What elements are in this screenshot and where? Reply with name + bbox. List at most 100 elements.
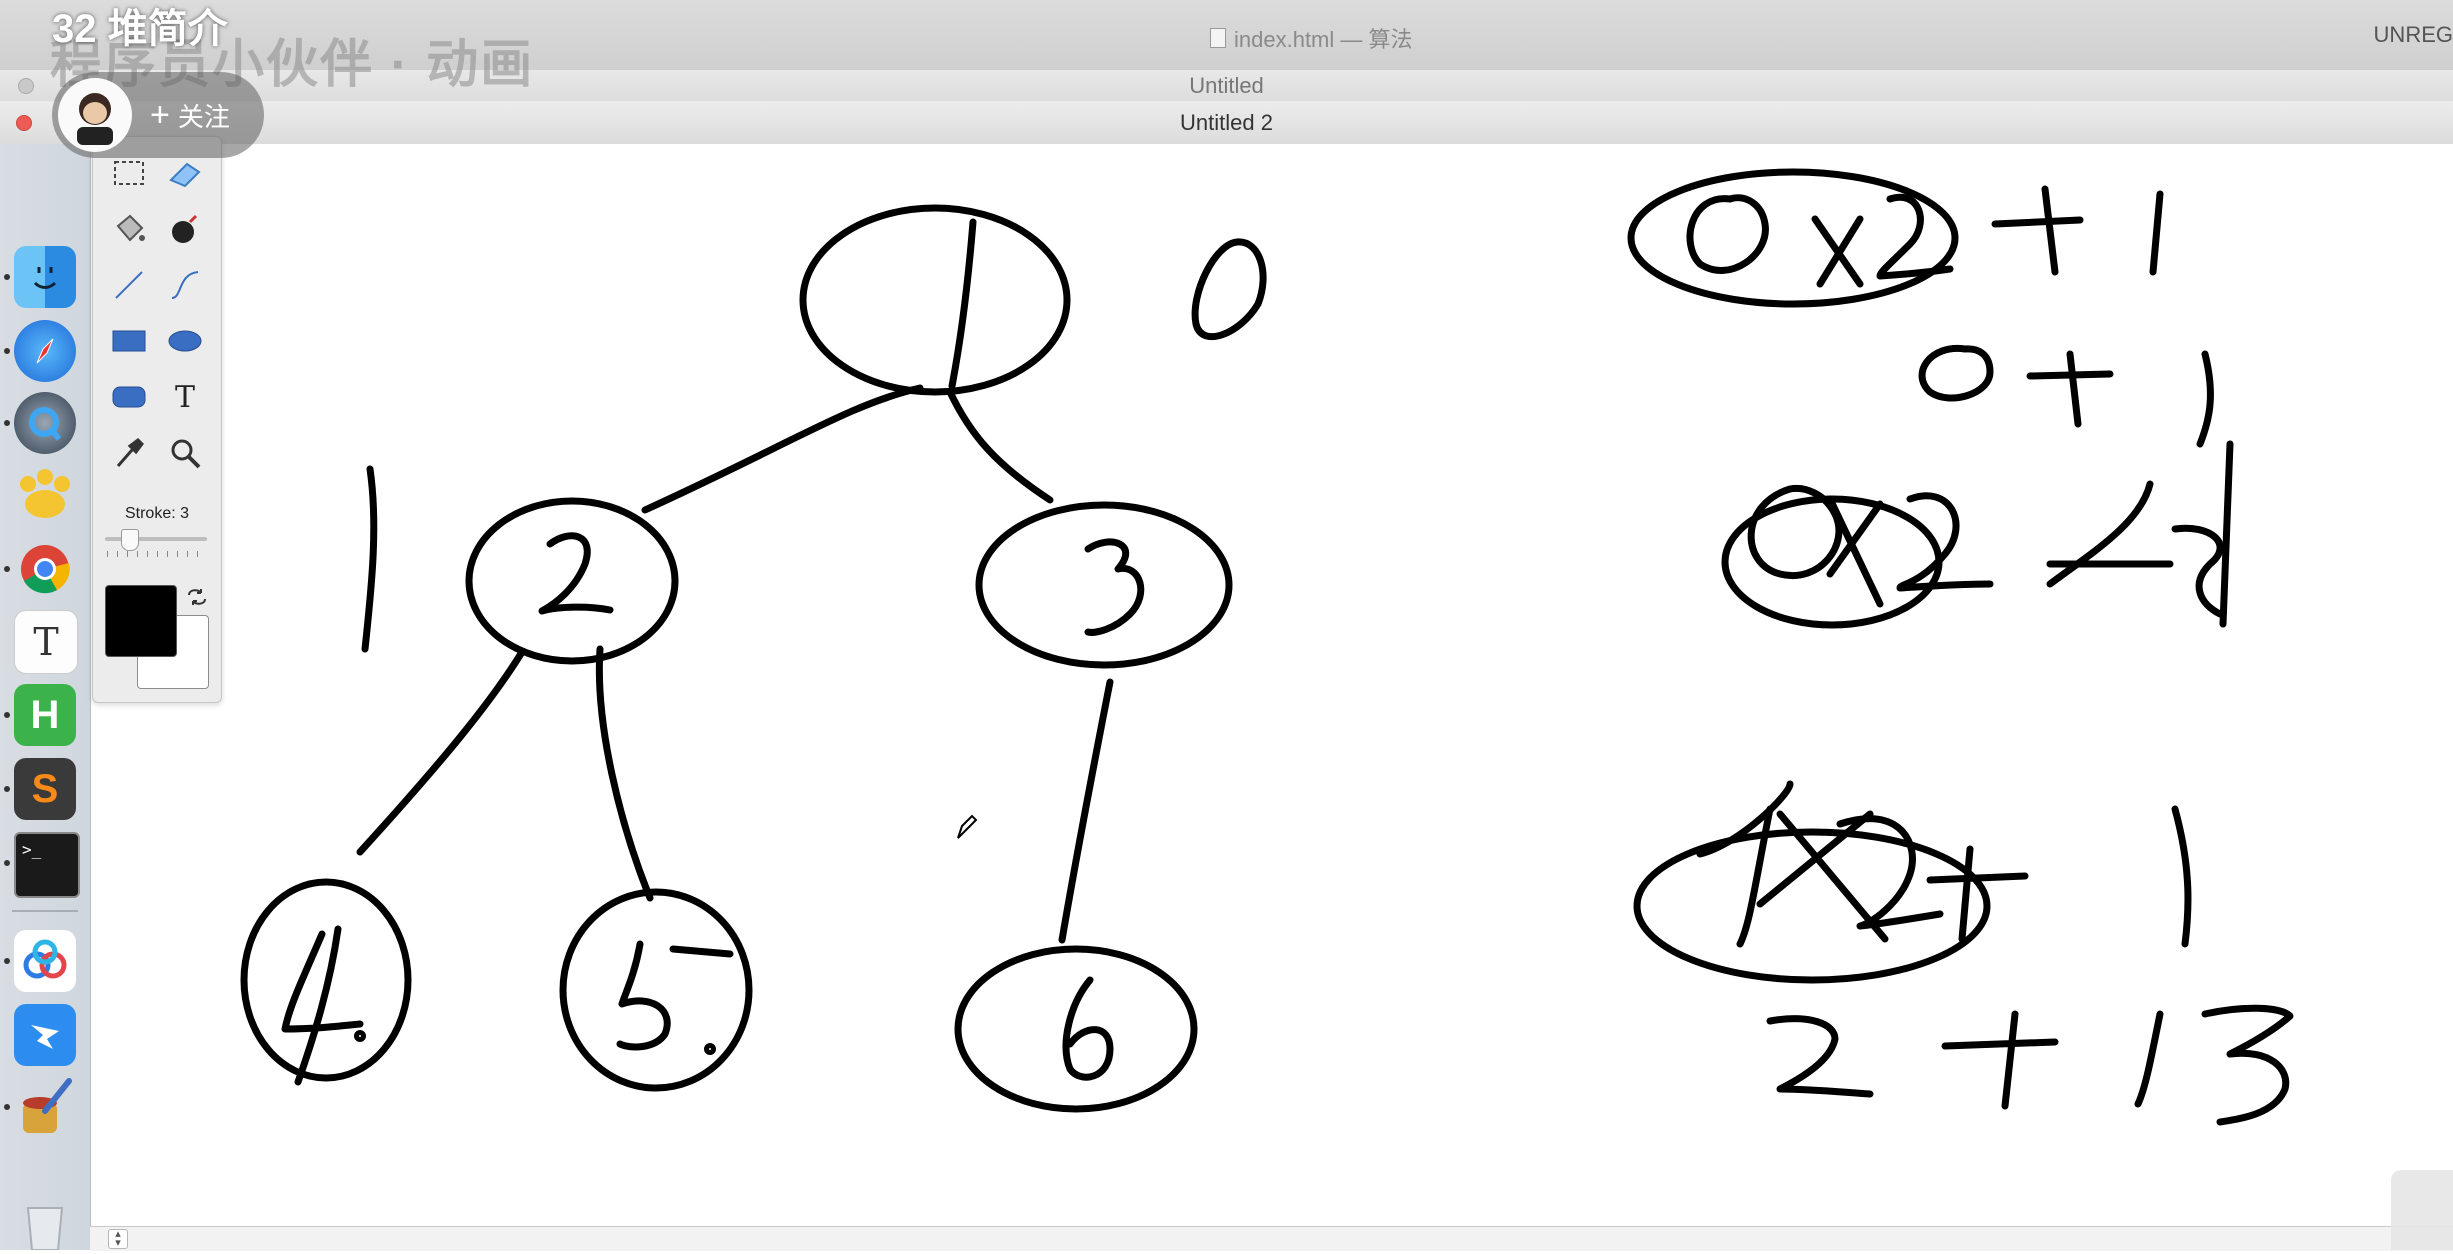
formula-0x2+2 xyxy=(1721,440,2234,629)
close-window-button[interactable] xyxy=(18,78,34,94)
untitled2-window-title: Untitled 2 xyxy=(1180,109,1273,135)
zoom-tool[interactable] xyxy=(163,431,207,475)
baidu-netdisk-icon[interactable] xyxy=(14,930,76,992)
compass-icon xyxy=(36,338,54,364)
typora-glyph: T xyxy=(33,620,59,664)
swap-colors-icon[interactable] xyxy=(185,585,209,609)
paintbrush-icon[interactable] xyxy=(14,1076,76,1138)
terminal-icon[interactable]: >_ xyxy=(14,832,80,898)
tree-edge-1-2 xyxy=(641,384,924,514)
tree-edge-2-4 xyxy=(356,648,526,856)
follow-button[interactable]: + 关注 xyxy=(150,97,230,134)
eyedropper-icon xyxy=(116,438,144,467)
paw-shape-icon xyxy=(20,469,70,518)
document-icon xyxy=(1210,28,1226,48)
tree-edge-1-3 xyxy=(946,388,1054,504)
tree-node-3 xyxy=(975,501,1233,669)
running-indicator xyxy=(4,712,10,718)
chrome-icon[interactable] xyxy=(14,538,76,600)
eyedropper-tool[interactable] xyxy=(107,431,151,475)
selection-tool[interactable] xyxy=(107,151,151,195)
paint-bucket-tool[interactable] xyxy=(107,207,151,251)
tree-node-4 xyxy=(240,878,412,1086)
rectangle-tool[interactable] xyxy=(107,319,151,363)
ellipse-icon xyxy=(168,330,202,352)
uploader-follow-pill[interactable]: + 关注 xyxy=(52,72,264,158)
dingtalk-icon[interactable] xyxy=(14,1004,76,1066)
stroke-slider-ticks xyxy=(107,551,205,557)
hbuilder-icon[interactable]: H xyxy=(14,684,76,746)
avatar[interactable] xyxy=(58,78,132,152)
safari-icon[interactable] xyxy=(14,320,76,382)
untitled-window-titlebar[interactable]: Untitled xyxy=(0,70,2453,102)
rounded-rectangle-tool[interactable] xyxy=(107,375,151,419)
formula-0+1 xyxy=(1918,345,2214,448)
paint-can-brush-icon xyxy=(23,1078,72,1133)
selection-marquee-icon xyxy=(114,161,144,185)
sublime-text-icon[interactable]: S xyxy=(14,758,76,820)
drawing-canvas[interactable] xyxy=(90,144,2453,1226)
terminal-prompt-glyph: >_ xyxy=(22,840,42,859)
quicktime-q-icon xyxy=(29,407,62,441)
hbuilder-glyph: H xyxy=(30,692,60,737)
running-indicator xyxy=(4,860,10,866)
tool-palette: T Stroke: 3 xyxy=(92,136,222,703)
rounded-rectangle-icon xyxy=(112,386,146,408)
unregistered-label: UNREG xyxy=(2373,22,2453,47)
eraser-icon xyxy=(169,162,201,188)
formula-1x2+1 xyxy=(1633,780,2192,984)
running-indicator xyxy=(4,420,10,426)
stroke-slider-thumb[interactable] xyxy=(121,529,139,551)
stroke-size-label: Stroke: 3 xyxy=(124,505,190,522)
ellipse-tool[interactable] xyxy=(163,319,207,363)
typora-icon[interactable]: T xyxy=(14,610,78,674)
sublime-glyph: S xyxy=(31,766,59,811)
curve-tool[interactable] xyxy=(163,263,207,307)
trash-icon[interactable] xyxy=(14,1204,76,1254)
formula-2+1-3 xyxy=(1766,1004,2294,1126)
untitled2-window-titlebar[interactable]: Untitled 2 xyxy=(0,101,2453,145)
stroke-slider-track[interactable] xyxy=(105,537,207,541)
running-indicator xyxy=(4,958,10,964)
dock: T H S >_ xyxy=(0,144,91,1250)
video-corner-button[interactable] xyxy=(2391,1170,2453,1250)
running-indicator xyxy=(4,566,10,572)
running-indicator xyxy=(4,786,10,792)
pencil-cursor-icon xyxy=(957,814,978,839)
text-tool-glyph: T xyxy=(174,379,195,415)
line-tool[interactable] xyxy=(107,263,151,307)
paint-bucket-icon xyxy=(116,214,145,242)
running-indicator xyxy=(4,274,10,280)
quicktime-icon[interactable] xyxy=(14,392,76,454)
zoom-stepper[interactable]: ▴▾ xyxy=(108,1229,128,1249)
running-indicator xyxy=(4,348,10,354)
untitled-window-title: Untitled xyxy=(1189,72,1264,98)
foreground-color-swatch[interactable] xyxy=(105,585,177,657)
running-indicator xyxy=(4,1104,10,1110)
tree-edge-3-6 xyxy=(1058,678,1114,944)
follow-button-label: 关注 xyxy=(177,101,230,132)
finder-face-icon xyxy=(33,267,57,289)
tree-node-1 xyxy=(799,204,1071,396)
close-window-button[interactable] xyxy=(16,115,32,131)
text-tool[interactable]: T xyxy=(163,375,207,419)
editor-window-title-text: index.html — 算法 xyxy=(1234,27,1413,52)
tree-edge-2-5 xyxy=(595,645,654,902)
tree-index-label-1 xyxy=(361,465,378,653)
canvas-drawing xyxy=(240,168,2294,1126)
bomb-icon xyxy=(172,214,198,243)
trash-can-icon xyxy=(26,1207,64,1250)
line-icon xyxy=(115,271,143,299)
netdisk-logo-icon xyxy=(23,939,67,979)
curve-icon xyxy=(171,271,199,299)
tree-node-6 xyxy=(954,945,1198,1113)
magnifier-icon xyxy=(171,439,201,469)
paw-icon[interactable] xyxy=(14,464,76,526)
dock-separator xyxy=(12,910,78,912)
finder-icon[interactable] xyxy=(14,246,76,308)
tree-index-label-0 xyxy=(1191,238,1267,341)
spray-tool[interactable] xyxy=(163,207,207,251)
editor-window-title: index.html — 算法 xyxy=(1210,22,1413,54)
uploader-avatar-icon xyxy=(77,93,113,145)
eraser-tool[interactable] xyxy=(163,151,207,195)
